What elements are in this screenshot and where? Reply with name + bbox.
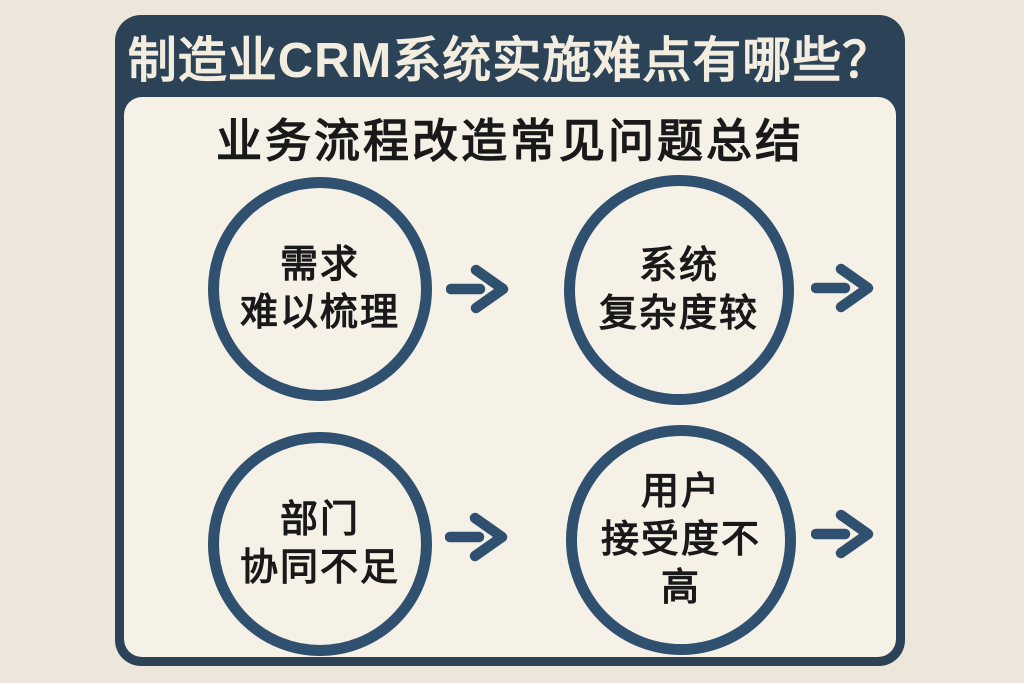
- right-arrow-icon: [811, 260, 875, 316]
- right-arrow-icon: [811, 506, 875, 562]
- node-department-line-2: 协同不足: [239, 547, 400, 589]
- node-department: 部门 协同不足: [208, 432, 432, 656]
- right-arrow-icon: [446, 261, 510, 317]
- node-demand-line-2: 难以梳理: [239, 292, 400, 334]
- node-system-line-2: 复杂度较: [598, 293, 759, 335]
- node-system-line-1: 系统: [638, 245, 719, 287]
- node-department-line-1: 部门: [279, 499, 360, 541]
- node-demand: 需求 难以梳理: [208, 177, 432, 401]
- node-user: 用户 接受度不 高: [566, 425, 796, 655]
- right-arrow-icon: [445, 509, 509, 565]
- card-header: 制造业CRM系统实施难点有哪些？: [115, 15, 905, 97]
- node-user-line-2: 接受度不: [600, 519, 761, 561]
- page-title: 制造业CRM系统实施难点有哪些？: [127, 33, 893, 88]
- subtitle: 业务流程改造常见问题总结: [216, 115, 804, 167]
- node-system: 系统 复杂度较: [564, 175, 794, 405]
- node-demand-line-1: 需求: [279, 244, 360, 286]
- card: 制造业CRM系统实施难点有哪些？ 业务流程改造常见问题总结 需求 难以梳理 系统…: [115, 15, 905, 666]
- card-body: 业务流程改造常见问题总结 需求 难以梳理 系统 复杂度较 部门 协同不足: [124, 97, 896, 657]
- node-user-line-3: 高: [660, 567, 701, 609]
- node-user-line-1: 用户: [640, 471, 721, 513]
